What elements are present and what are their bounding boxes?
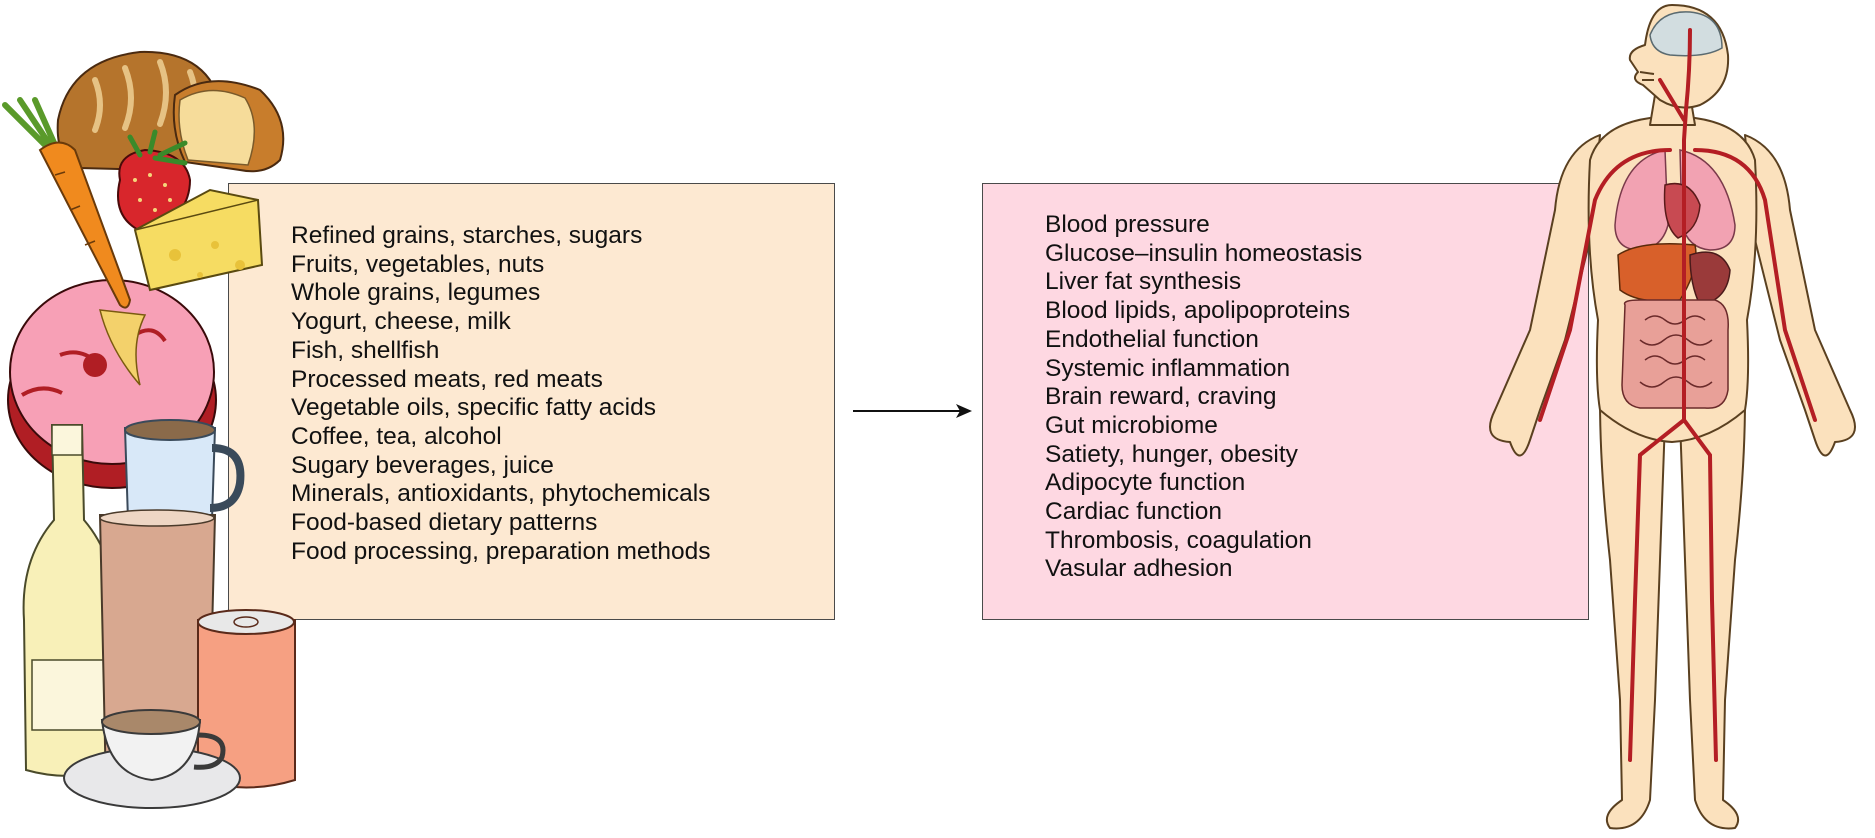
effect-item: Adipocyte function <box>1045 469 1246 497</box>
food-factor-item: Yogurt, cheese, milk <box>291 308 511 336</box>
teacup-icon <box>63 709 241 809</box>
effect-item: Endothelial function <box>1045 325 1259 353</box>
food-factor-item: Food processing, preparation methods <box>291 537 711 565</box>
effect-item: Satiety, hunger, obesity <box>1045 440 1298 468</box>
food-factor-item: Fish, shellfish <box>291 336 440 364</box>
body-silhouette <box>1489 4 1856 830</box>
effect-item: Gut microbiome <box>1045 411 1218 439</box>
effect-item: Vasular adhesion <box>1045 555 1233 583</box>
food-factor-item: Whole grains, legumes <box>291 279 541 307</box>
effect-item: Glucose–insulin homeostasis <box>1045 239 1363 267</box>
cheese-icon <box>133 188 264 292</box>
food-factor-item: Processed meats, red meats <box>291 365 603 393</box>
food-factors-box: Refined grains, starches, sugars Fruits,… <box>228 183 835 620</box>
arteries-icon <box>1538 28 1817 762</box>
effect-item: Brain reward, craving <box>1045 383 1277 411</box>
right-arrow-icon <box>853 404 972 418</box>
mug-icon <box>123 419 245 527</box>
food-factor-item: Refined grains, starches, sugars <box>291 222 643 249</box>
human-anatomy-icon <box>1489 4 1856 830</box>
effect-item: Cardiac function <box>1045 498 1223 526</box>
physiological-effects-list: Blood pressure Glucose–insulin homeostas… <box>1045 211 1362 584</box>
physiological-effects-box: Blood pressure Glucose–insulin homeostas… <box>982 183 1589 620</box>
assorted-foods-and-beverages-icon <box>2 50 296 809</box>
food-factor-item: Minerals, antioxidants, phytochemicals <box>291 480 711 508</box>
wine-bottle-icon <box>22 424 117 777</box>
brain-icon <box>1649 11 1723 57</box>
food-factor-item: Food-based dietary patterns <box>291 509 598 537</box>
food-factor-item: Fruits, vegetables, nuts <box>291 250 545 278</box>
food-factor-item: Coffee, tea, alcohol <box>291 422 502 450</box>
food-factor-item: Vegetable oils, specific fatty acids <box>291 394 656 422</box>
effect-item: Liver fat synthesis <box>1045 268 1242 296</box>
food-factor-item: Sugary beverages, juice <box>291 451 554 479</box>
carrot-icon <box>2 97 132 309</box>
food-factors-list: Refined grains, starches, sugars Fruits,… <box>291 222 710 566</box>
intestines-icon <box>1621 299 1729 409</box>
effect-item: Blood pressure <box>1045 211 1210 238</box>
effect-item: Blood lipids, apolipoproteins <box>1045 297 1351 325</box>
bread-icon <box>56 50 285 173</box>
stomach-icon <box>1689 251 1731 306</box>
effect-item: Thrombosis, coagulation <box>1045 526 1312 554</box>
effect-item: Systemic inflammation <box>1045 354 1291 382</box>
